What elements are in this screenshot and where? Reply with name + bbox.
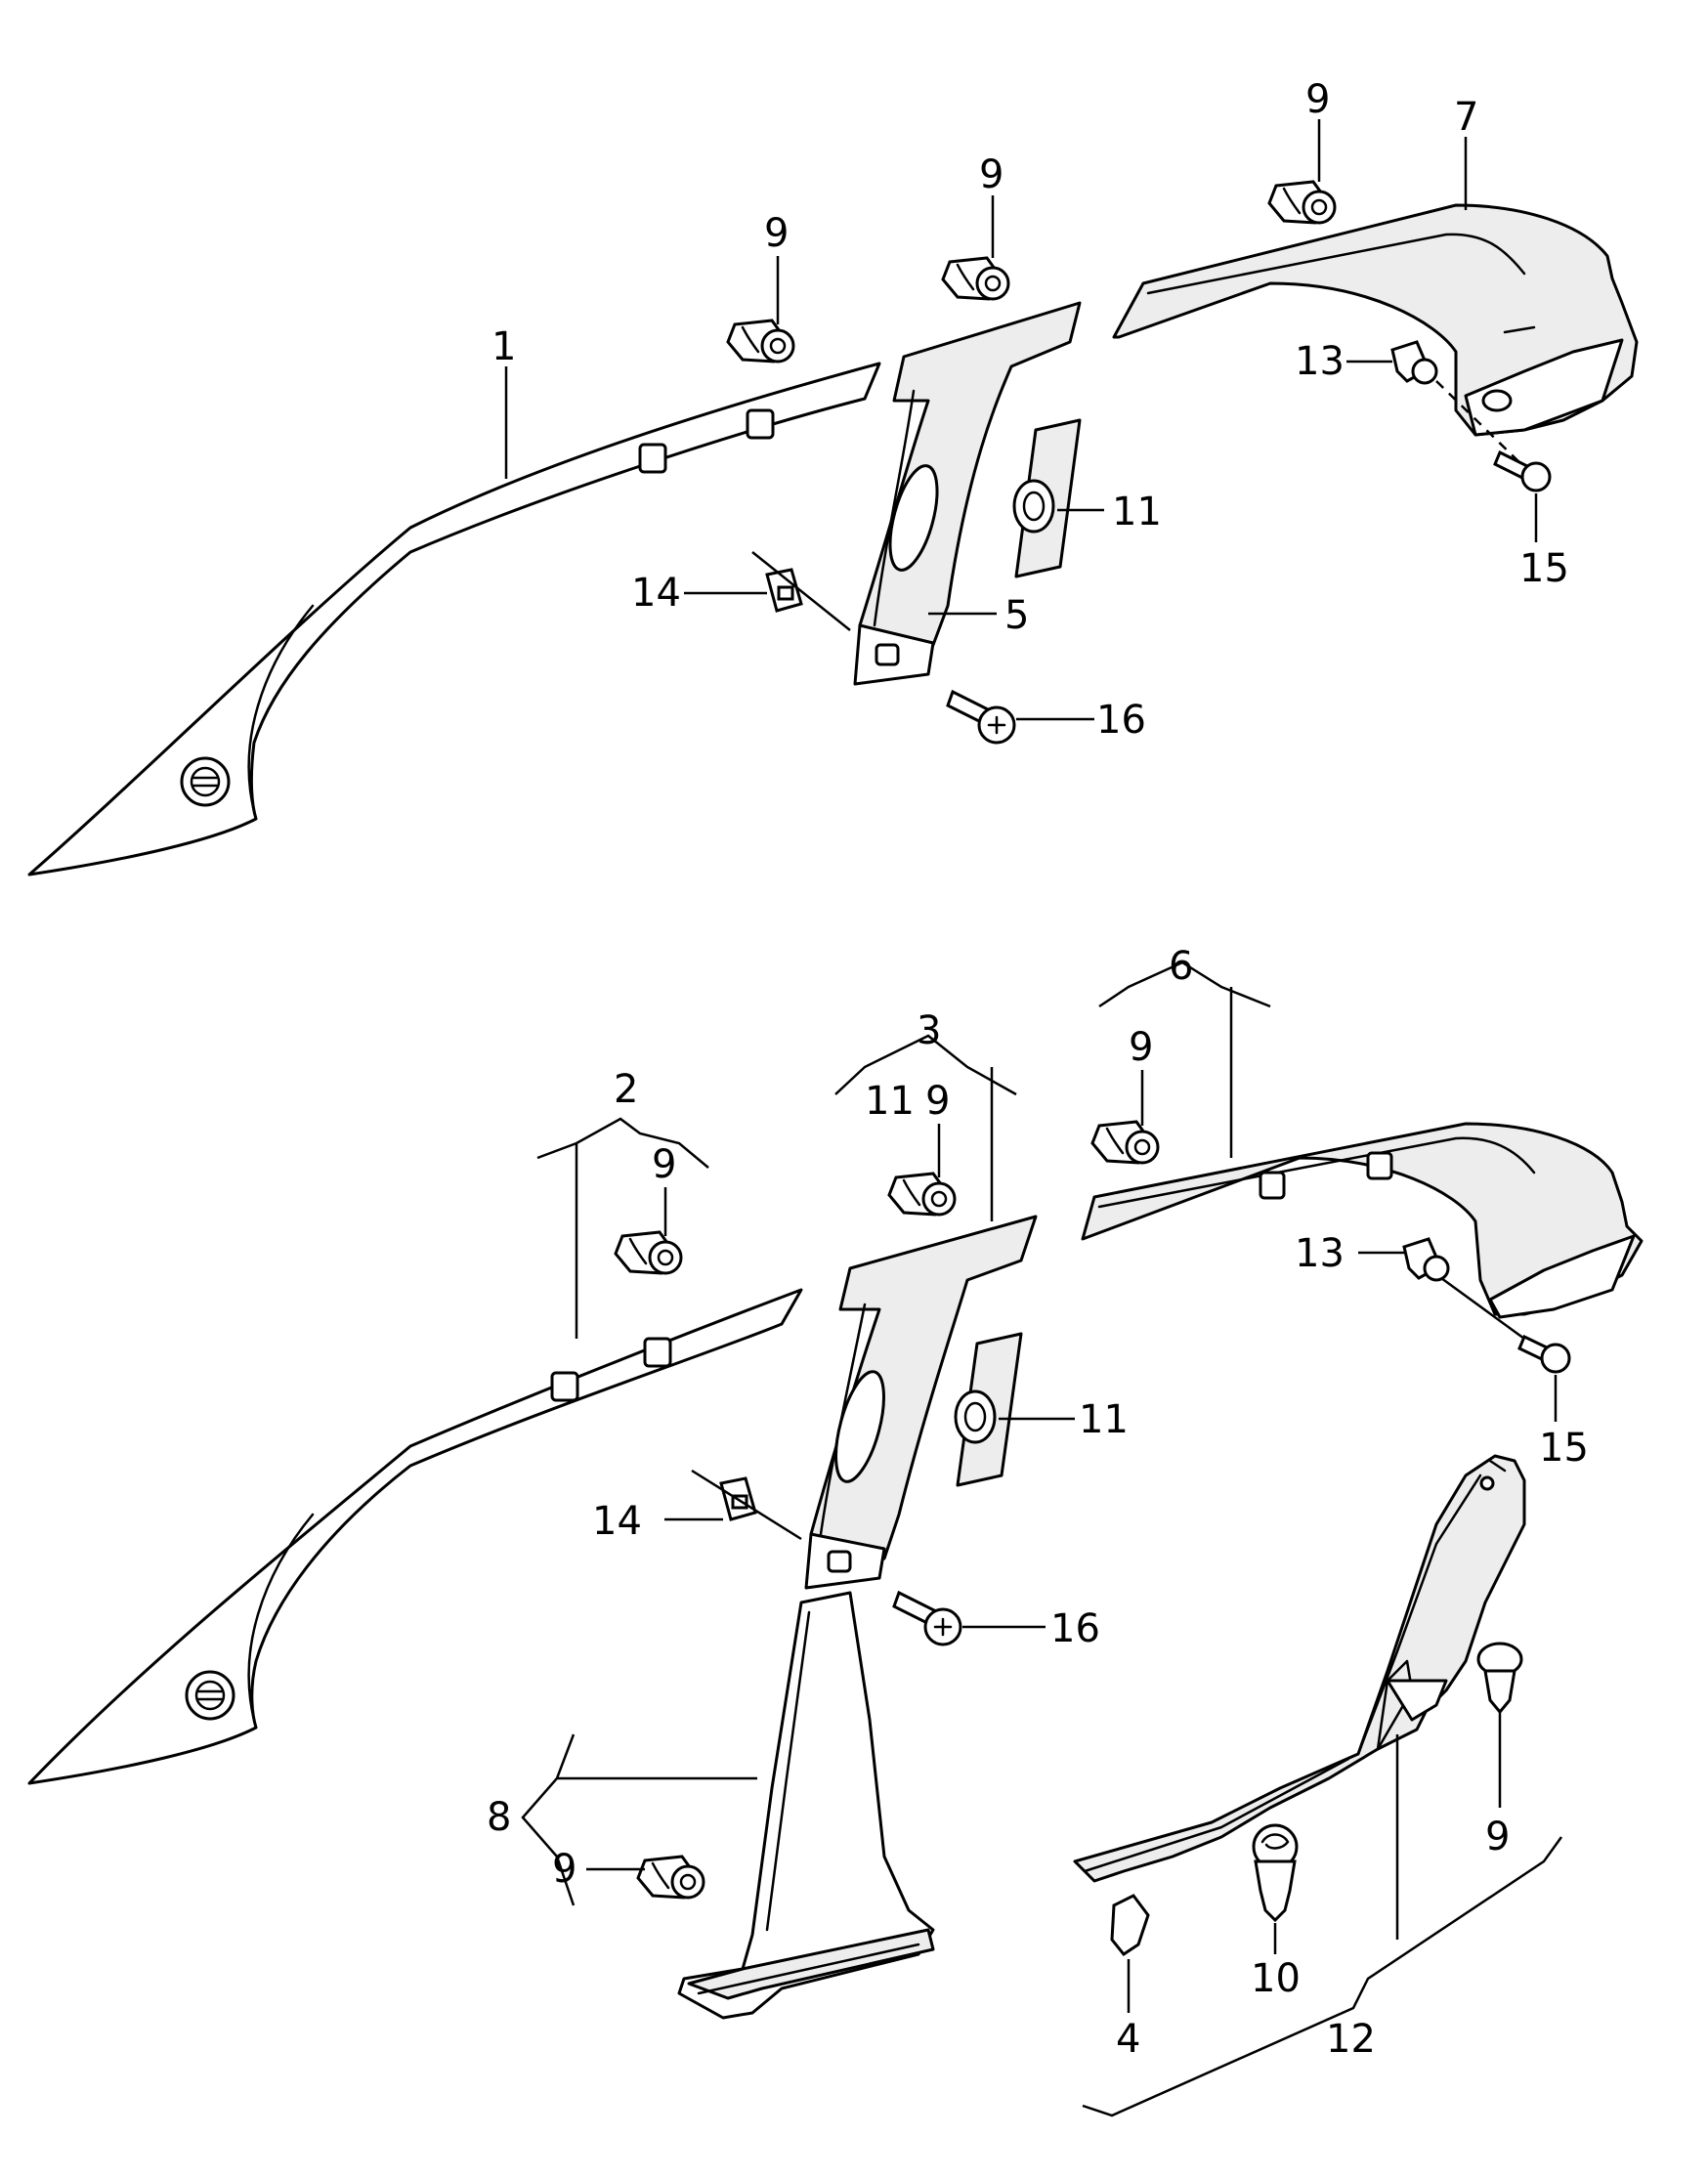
clip-9-c <box>1267 180 1337 225</box>
callout-13: 13 <box>1295 1231 1345 1276</box>
callout-labels: 1 9 9 9 7 13 11 5 14 16 15 6 9 3 11 9 2 … <box>487 77 1589 2062</box>
callout-10: 10 <box>1251 1956 1301 2001</box>
callout-3: 3 <box>917 1008 941 1053</box>
callout-5: 5 <box>1004 593 1029 638</box>
callout-2: 2 <box>614 1067 638 1112</box>
callout-9: 9 <box>925 1079 950 1124</box>
a-pillar-trim-upper <box>27 362 881 876</box>
clip-9-g <box>636 1855 705 1900</box>
screw-16-a <box>946 689 1016 745</box>
callout-14: 14 <box>592 1499 642 1544</box>
bolt-15-b <box>1517 1334 1571 1374</box>
callout-11: 11 <box>1079 1397 1129 1442</box>
clip-14-a <box>765 568 803 613</box>
callout-6: 6 <box>1169 944 1193 989</box>
callout-11: 11 <box>865 1079 915 1124</box>
callout-16: 16 <box>1096 698 1146 743</box>
callout-9: 9 <box>979 152 1003 197</box>
callout-8: 8 <box>487 1795 511 1840</box>
a-pillar-trim-lower <box>27 1288 803 1785</box>
leader-lines <box>504 119 1563 2117</box>
clip-9-d <box>614 1230 683 1275</box>
rivet-clip-10 <box>1252 1823 1299 1923</box>
callout-13: 13 <box>1295 339 1345 384</box>
sill-lower-rear-trim <box>1073 1454 1526 1883</box>
screw-16-b <box>892 1590 962 1646</box>
clip-9-e <box>887 1172 957 1217</box>
callout-4: 4 <box>1116 2017 1140 2062</box>
callout-12: 12 <box>1326 2017 1376 2062</box>
callout-16: 16 <box>1050 1606 1100 1651</box>
b-pillar-upper-trim-lower <box>804 1215 1038 1590</box>
callout-7: 7 <box>1454 95 1478 140</box>
bolt-15-a <box>1493 449 1552 492</box>
b-pillar-upper-trim-upper <box>853 301 1082 686</box>
clip-4 <box>1110 1894 1150 1957</box>
callout-1: 1 <box>491 324 516 369</box>
callout-9: 9 <box>764 211 789 256</box>
callout-9: 9 <box>552 1847 576 1892</box>
spring-nut-13-a <box>1390 340 1438 385</box>
b-pillar-lower-trim <box>677 1591 935 2020</box>
callout-9: 9 <box>1485 1815 1510 1859</box>
c-pillar-trim-lower <box>1081 1122 1644 1319</box>
clip-9-a <box>726 319 795 363</box>
clip-9-f <box>1090 1120 1160 1165</box>
callout-9: 9 <box>1305 77 1330 122</box>
callout-9: 9 <box>652 1142 676 1187</box>
callout-15: 15 <box>1539 1426 1589 1471</box>
callout-14: 14 <box>631 571 681 616</box>
c-pillar-trim-upper <box>1112 203 1639 437</box>
callout-11: 11 <box>1112 490 1162 534</box>
clip-9-h <box>1476 1642 1523 1715</box>
spring-nut-13-b <box>1402 1237 1450 1282</box>
clip-9-b <box>941 256 1010 301</box>
callout-15: 15 <box>1519 546 1569 591</box>
callout-9: 9 <box>1129 1025 1153 1070</box>
